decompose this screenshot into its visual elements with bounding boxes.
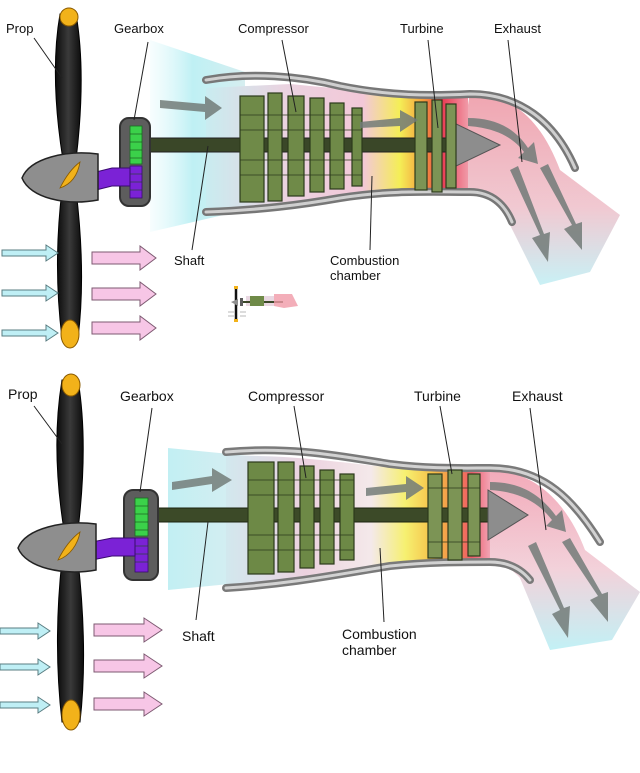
label-combustion-line2: chamber <box>330 267 381 283</box>
turbine-stages <box>414 99 457 193</box>
prop-tip-upper <box>59 7 79 27</box>
outgoing-air-arrows <box>91 245 157 341</box>
tail-cone <box>487 489 529 541</box>
thumbnail-diagram <box>228 286 298 322</box>
label-combustion-chamber: Combustion chamber <box>342 626 417 658</box>
incoming-air-arrows <box>0 622 51 714</box>
compressor-stage-lines <box>240 114 362 176</box>
upper-casing-inner <box>224 448 602 544</box>
upper-casing-inner <box>204 74 577 170</box>
outgoing-air-arrows <box>93 617 163 717</box>
prop-tip-upper <box>61 373 81 397</box>
lower-casing-inner <box>224 560 532 590</box>
label-turbine: Turbine <box>400 21 444 36</box>
label-turbine: Turbine <box>414 388 461 404</box>
prop-blade-upper <box>56 379 84 531</box>
label-gearbox: Gearbox <box>114 21 164 36</box>
label-compressor: Compressor <box>248 388 325 404</box>
label-shaft: Shaft <box>182 628 215 644</box>
label-combustion-line1: Combustion <box>342 626 417 642</box>
compressor-stages <box>239 92 363 203</box>
spinner-blade-root <box>59 161 81 189</box>
label-compressor: Compressor <box>238 21 309 36</box>
gearbox-gear-purple <box>134 537 149 573</box>
compressor-stages <box>247 461 355 575</box>
prop-tip-lower <box>61 699 81 731</box>
compressor-stage-lines <box>248 479 354 551</box>
prop-blade-lower <box>57 559 85 723</box>
turbine-stage-lines <box>428 487 480 543</box>
prop-blade-lower <box>57 189 83 339</box>
lower-casing-inner <box>204 190 514 224</box>
internal-flow-arrows <box>160 96 582 262</box>
label-exhaust: Exhaust <box>494 21 541 36</box>
label-prop: Prop <box>8 386 38 402</box>
spinner-blade-root <box>57 531 81 561</box>
turboprop-diagram-top: Prop Gearbox Compressor Turbine Exhaust … <box>0 0 640 360</box>
label-leaders-bottom <box>33 405 547 623</box>
turboprop-drawing-bottom <box>0 373 640 731</box>
label-combustion-line2: chamber <box>342 642 397 659</box>
label-shaft: Shaft <box>174 253 205 268</box>
prop-blade-upper <box>54 13 82 161</box>
turboprop-diagram-bottom: Prop Gearbox Compressor Turbine Exhaust … <box>0 370 640 773</box>
internal-flow-arrows <box>172 468 608 638</box>
label-gearbox: Gearbox <box>120 388 174 404</box>
gearbox-gear-green <box>134 497 149 537</box>
turboprop-drawing-top <box>1 7 620 349</box>
label-exhaust: Exhaust <box>512 388 563 404</box>
gearbox-gear-green <box>129 125 143 165</box>
turbine-stages <box>427 469 481 561</box>
label-combustion-line1: Combustion <box>330 253 400 268</box>
spinner <box>17 522 97 573</box>
label-combustion-chamber: Combustion chamber <box>330 253 400 284</box>
incoming-air-arrows <box>1 244 59 342</box>
spinner <box>21 152 99 203</box>
prop-tip-lower <box>60 319 80 349</box>
label-prop: Prop <box>6 21 34 36</box>
label-leaders-top <box>33 37 523 251</box>
